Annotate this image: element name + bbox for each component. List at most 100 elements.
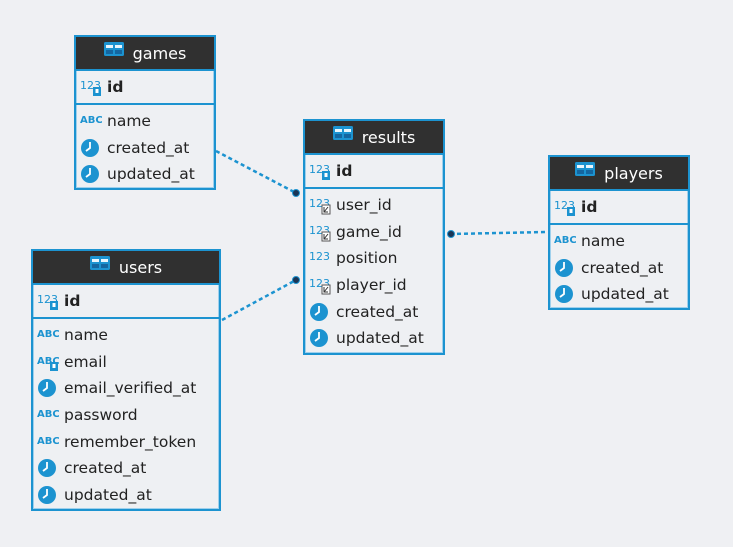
link-endpoint-players-results	[447, 230, 455, 238]
column-row[interactable]: ABC password	[33, 402, 219, 429]
clock-icon	[37, 458, 61, 478]
column-name: updated_at	[581, 285, 669, 304]
svg-text:ABC: ABC	[37, 409, 59, 420]
clock-icon	[80, 164, 104, 184]
column-row[interactable]: updated_at	[305, 325, 443, 352]
columns-section: ABC name created_at updated_at	[76, 105, 214, 191]
svg-text:ABC: ABC	[37, 436, 59, 447]
column-row[interactable]: created_at	[33, 455, 219, 482]
table-title: results	[361, 127, 416, 147]
link-endpoint-games-results	[292, 189, 300, 197]
column-name: player_id	[336, 276, 407, 295]
table-header[interactable]: games	[76, 37, 214, 71]
clock-icon	[37, 378, 61, 398]
column-row[interactable]: created_at	[550, 254, 688, 281]
column-name: remember_token	[64, 432, 197, 451]
column-name: id	[336, 162, 353, 181]
column-row[interactable]: ABC remember_token	[33, 428, 219, 455]
column-name: created_at	[107, 138, 190, 157]
text-icon: ABC	[37, 405, 61, 425]
column-name: created_at	[581, 258, 664, 277]
number-key-icon: 123	[37, 291, 61, 311]
column-row[interactable]: created_at	[76, 134, 214, 161]
column-row[interactable]: email_verified_at	[33, 375, 219, 402]
table-icon	[89, 255, 112, 279]
column-name: id	[64, 292, 81, 311]
svg-text:ABC: ABC	[80, 115, 102, 126]
table-icon	[332, 125, 355, 149]
table-header[interactable]: results	[305, 121, 443, 155]
columns-section: ABC name created_at updated_at	[550, 225, 688, 311]
column-name: user_id	[336, 196, 392, 215]
table-title: games	[132, 43, 187, 63]
column-name: created_at	[64, 459, 147, 478]
table-header[interactable]: players	[550, 157, 688, 191]
link-games-results[interactable]	[215, 149, 297, 195]
number-icon: 123	[309, 248, 333, 268]
number-fk-icon: 123	[309, 195, 333, 215]
column-name: name	[581, 232, 625, 251]
clock-icon	[309, 328, 333, 348]
column-row[interactable]: ABC email	[33, 348, 219, 375]
table-title: players	[604, 163, 663, 183]
clock-icon	[80, 138, 104, 158]
number-key-icon: 123	[80, 77, 104, 97]
clock-icon	[37, 485, 61, 505]
column-row[interactable]: updated_at	[33, 482, 219, 509]
number-key-icon: 123	[309, 161, 333, 181]
table-title: users	[118, 257, 163, 277]
column-row[interactable]: ABC name	[76, 108, 214, 135]
column-name: name	[64, 326, 108, 345]
svg-text:ABC: ABC	[37, 329, 59, 340]
column-name: id	[581, 198, 598, 217]
text-icon: ABC	[37, 432, 61, 452]
column-name: updated_at	[64, 486, 152, 505]
column-name: updated_at	[336, 329, 424, 348]
column-name: created_at	[336, 302, 419, 321]
text-icon: ABC	[37, 325, 61, 345]
column-name: name	[107, 112, 151, 131]
text-icon: ABC	[554, 231, 578, 251]
svg-text:123: 123	[309, 250, 330, 263]
number-fk-icon: 123	[309, 275, 333, 295]
column-name: id	[107, 78, 124, 97]
text-icon: ABC	[80, 111, 104, 131]
link-players-results[interactable]	[449, 230, 548, 236]
number-key-icon: 123	[554, 197, 578, 217]
svg-text:ABC: ABC	[554, 235, 576, 246]
table-header[interactable]: users	[33, 251, 219, 285]
column-name: password	[64, 406, 138, 425]
column-name: game_id	[336, 222, 402, 241]
column-name: email	[64, 352, 107, 371]
clock-icon	[554, 258, 578, 278]
column-row[interactable]: created_at	[305, 298, 443, 325]
table-icon	[103, 41, 126, 65]
link-users-results[interactable]	[221, 278, 297, 322]
column-row[interactable]: ABC name	[550, 228, 688, 255]
svg-text:ABC: ABC	[37, 356, 59, 367]
number-fk-icon: 123	[309, 222, 333, 242]
column-row[interactable]: updated_at	[550, 281, 688, 308]
clock-icon	[554, 284, 578, 304]
text-key-icon: ABC	[37, 352, 61, 372]
column-row[interactable]: ABC name	[33, 322, 219, 349]
column-row[interactable]: updated_at	[76, 161, 214, 188]
